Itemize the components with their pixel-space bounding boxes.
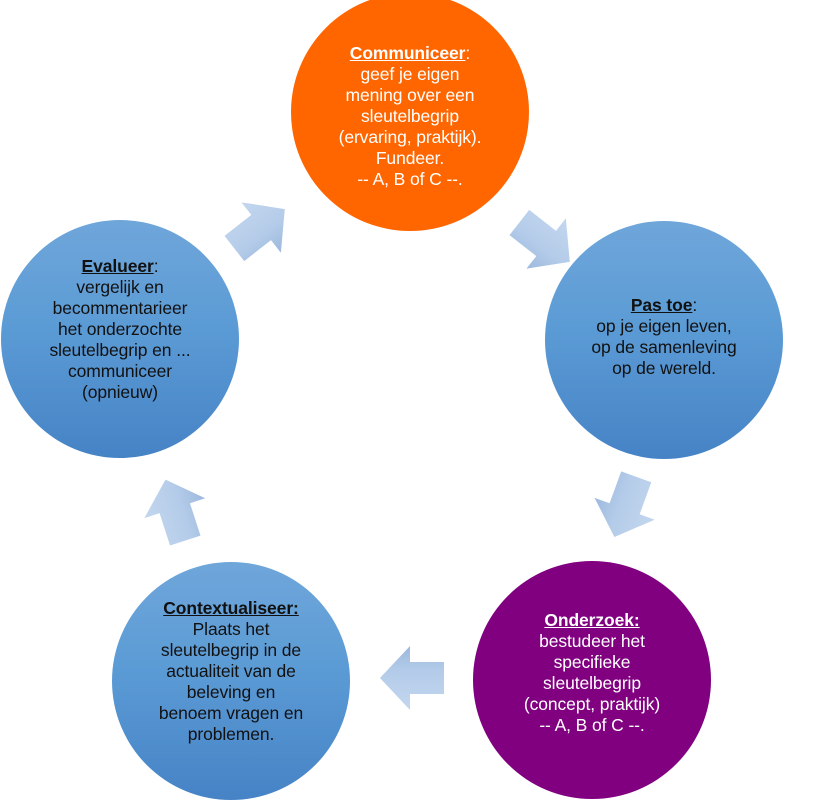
node-contextualiseer: Contextualiseer: Plaats het sleutelbegri…	[112, 562, 350, 800]
node-communiceer: Communiceer: geef je eigen mening over e…	[291, 0, 529, 231]
arrow-up-icon	[144, 479, 206, 546]
node-line: specifieke	[553, 652, 631, 672]
node-title: Onderzoek:	[544, 610, 640, 630]
node-line: communiceer	[68, 360, 172, 381]
node-line: Fundeer.	[375, 147, 445, 168]
node-communiceer-text: Communiceer: geef je eigen mening over e…	[339, 35, 482, 190]
node-line: actualiteit van de	[166, 660, 296, 681]
node-pas-toe: Pas toe: op je eigen leven, op de samenl…	[545, 221, 783, 459]
node-line: (ervaring, praktijk).	[338, 126, 482, 147]
node-onderzoek-text: Onderzoek: bestudeer het specifieke sleu…	[524, 610, 660, 750]
node-heading: Contextualiseer:	[159, 598, 303, 619]
node-heading: Communiceer:	[339, 43, 482, 64]
node-line: bestudeer het	[539, 631, 645, 651]
node-line: problemen.	[187, 723, 275, 744]
node-title: Evalueer	[81, 255, 154, 276]
node-line: op de samenleving	[591, 337, 737, 357]
node-title: Communiceer	[349, 42, 466, 63]
node-onderzoek: Onderzoek: bestudeer het specifieke sleu…	[473, 561, 711, 799]
node-heading: Onderzoek:	[524, 610, 660, 631]
node-heading: Evalueer:	[49, 256, 190, 277]
node-line: vergelijk en	[76, 276, 164, 297]
node-contextualiseer-text: Contextualiseer: Plaats het sleutelbegri…	[159, 598, 303, 765]
node-line: het onderzochte	[57, 318, 182, 339]
node-line: beleving en	[186, 681, 276, 702]
node-line: op de wereld.	[612, 358, 716, 378]
node-pas-toe-text: Pas toe: op je eigen leven, op de samenl…	[591, 295, 736, 385]
node-heading: Pas toe:	[591, 295, 736, 316]
node-line: sleutelbegrip	[361, 105, 459, 126]
node-line: op je eigen leven,	[596, 316, 732, 336]
node-line: (concept, praktijk)	[523, 694, 661, 714]
arrow-down-right-icon	[509, 209, 570, 269]
node-evalueer-text: Evalueer: vergelijk en becommentarieer h…	[49, 256, 190, 423]
node-line: -- A, B of C --.	[357, 168, 463, 189]
arrow-left-icon	[380, 646, 444, 710]
arrow-down-left-icon	[594, 471, 655, 537]
node-line: sleutelbegrip en ...	[49, 339, 191, 360]
node-line: (opnieuw)	[82, 381, 158, 402]
node-title-suffix: :	[153, 255, 159, 276]
node-line: mening over een	[345, 84, 475, 105]
node-line: Plaats het	[192, 618, 270, 639]
node-line: geef je eigen	[360, 63, 460, 84]
node-line: sleutelbegrip in de	[160, 639, 302, 660]
node-evalueer: Evalueer: vergelijk en becommentarieer h…	[1, 220, 239, 458]
node-line: sleutelbegrip	[543, 673, 641, 693]
node-line: becommentarieer	[52, 297, 188, 318]
node-line: benoem vragen en	[158, 702, 304, 723]
node-title-suffix: :	[692, 295, 698, 315]
node-title: Pas toe	[630, 295, 693, 315]
node-title-suffix: :	[465, 42, 471, 63]
node-line: -- A, B of C --.	[539, 715, 645, 735]
arrow-up-right-icon	[224, 202, 285, 262]
node-title: Contextualiseer:	[163, 597, 299, 618]
